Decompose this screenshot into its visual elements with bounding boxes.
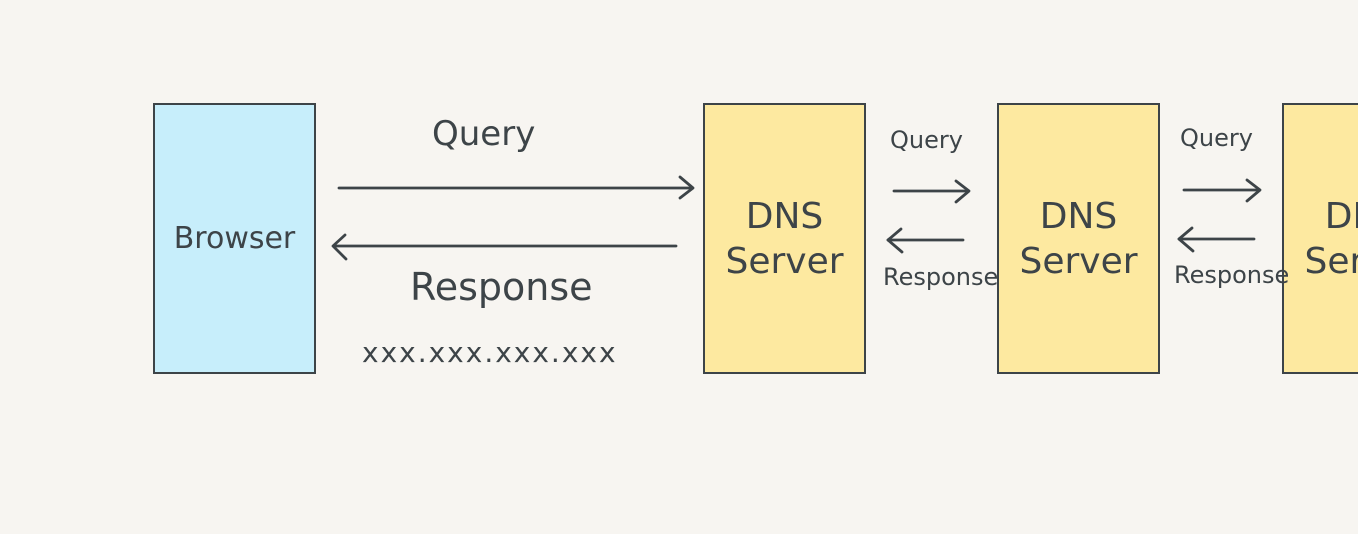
dns2-response-arrow [1177, 226, 1256, 253]
dns2-query-label: Query [1180, 124, 1253, 152]
dns2-response-label: Response [1174, 261, 1290, 289]
dns-server-3-line2: Server [1304, 240, 1358, 282]
dns1-query-arrow [892, 179, 971, 204]
dns1-query-label: Query [890, 126, 963, 154]
dns1-response-arrow [886, 227, 965, 254]
dns-server-2-line1: DNS [1039, 195, 1118, 237]
dns2-query-arrow [1182, 178, 1262, 203]
dns-server-1-line1: DNS [745, 195, 824, 237]
dns-server-box-2: DNS Server [997, 103, 1160, 374]
dns-server-3-line1: DNS [1324, 195, 1358, 237]
dns-server-2-line2: Server [1019, 240, 1138, 282]
browser-query-label: Query [432, 114, 536, 154]
dns-server-box-3: DNS Server [1282, 103, 1358, 374]
ip-address-label: xxx.xxx.xxx.xxx [362, 336, 618, 369]
browser-response-label: Response [410, 265, 593, 309]
dns-server-1-line2: Server [725, 240, 844, 282]
dns-server-box-1: DNS Server [703, 103, 866, 374]
browser-box: Browser [153, 103, 316, 374]
browser-response-arrow [331, 233, 678, 261]
dns1-response-label: Response [883, 263, 999, 291]
browser-label: Browser [173, 220, 296, 256]
browser-query-arrow [337, 175, 695, 200]
